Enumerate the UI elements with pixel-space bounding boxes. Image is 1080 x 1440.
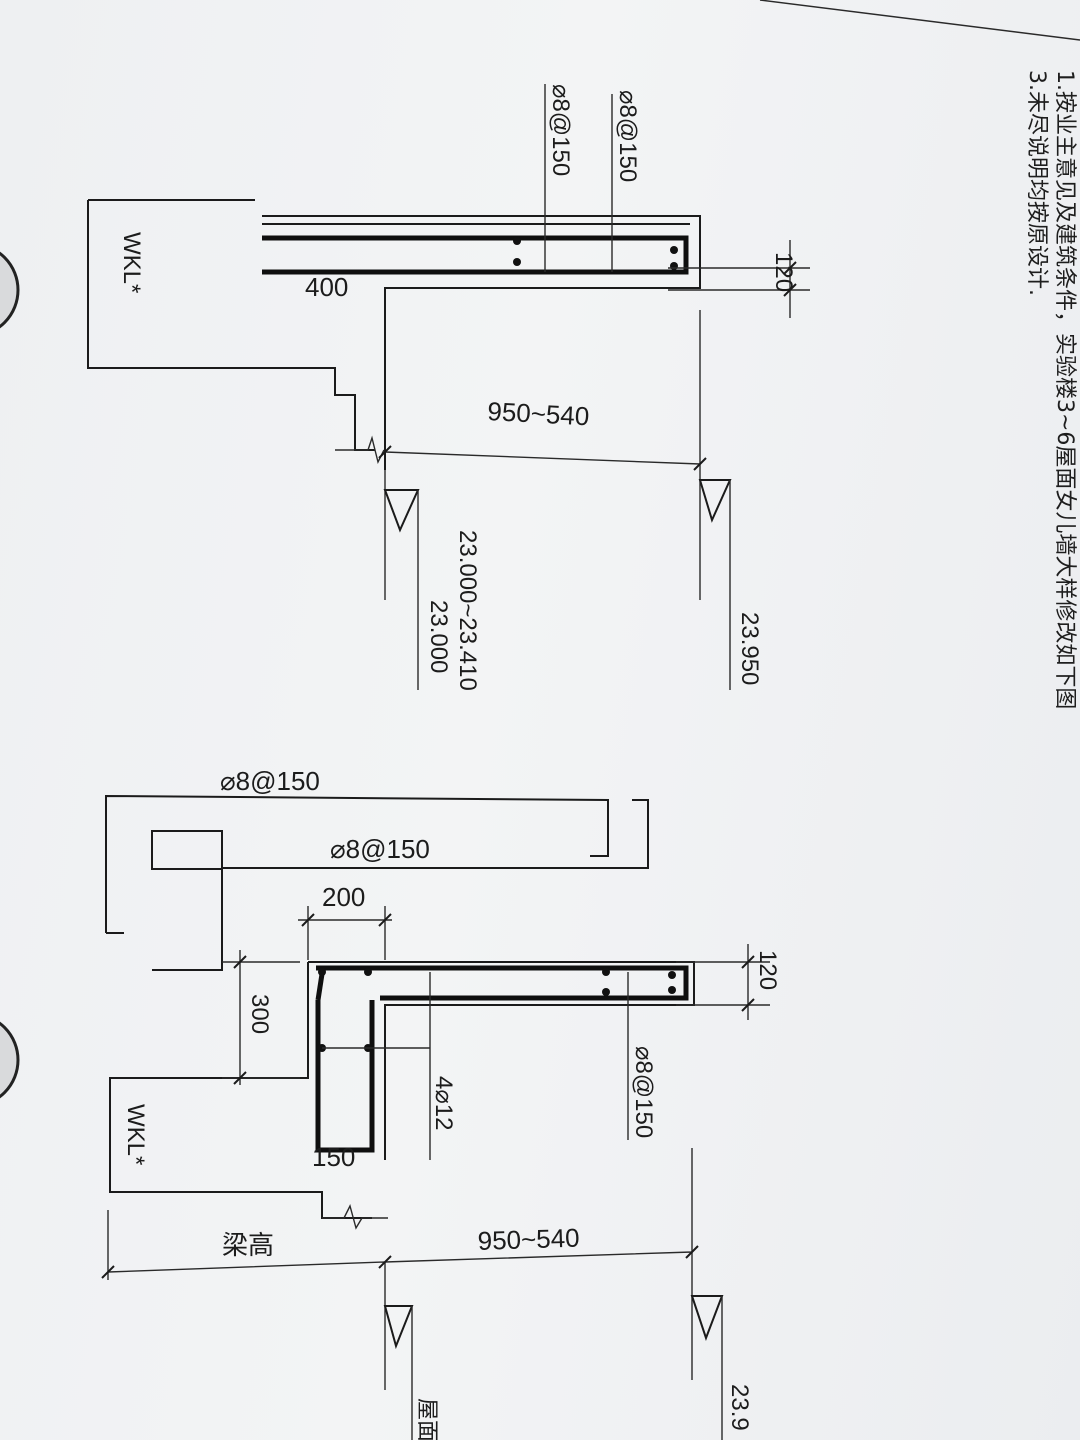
bottom-rebar-mid-label: ⌀8@150 bbox=[330, 834, 430, 864]
top-beam-label: WKL* bbox=[118, 232, 145, 293]
note-line-1: 1.按业主意见及建筑条件，实验楼3~6屋面女儿墙大样修改如下图 bbox=[1052, 70, 1077, 709]
bottom-dim-200: 200 bbox=[322, 882, 365, 912]
bottom-span-label: 950~540 bbox=[477, 1222, 580, 1256]
bottom-beam-height-label: 梁高 bbox=[222, 1230, 274, 1260]
bottom-rebar-top-label: ⌀8@150 bbox=[220, 766, 320, 796]
top-span-label: 950~540 bbox=[487, 396, 590, 431]
sheet-edge-line bbox=[759, 0, 1080, 41]
top-thickness-label: 120 bbox=[770, 252, 797, 292]
bottom-beam-stirrup bbox=[315, 1000, 375, 1153]
binder-hole-top bbox=[0, 251, 20, 329]
bottom-dim-150: 150 bbox=[312, 1142, 355, 1172]
top-elevation-base: 23.000 bbox=[425, 600, 452, 673]
top-slab-outline bbox=[262, 215, 701, 470]
bottom-beam-label: WKL* bbox=[122, 1104, 149, 1165]
bottom-slab-rebar bbox=[316, 965, 689, 1001]
binder-hole-bottom bbox=[0, 1021, 20, 1099]
top-slab-rebar bbox=[262, 235, 689, 275]
top-parapet-detail: ⌀8@150 ⌀8@150 120 400 WKL* 950~540 23.95… bbox=[87, 84, 810, 691]
bottom-dim-300: 300 bbox=[246, 994, 273, 1034]
top-rebar-label-b: ⌀8@150 bbox=[547, 84, 574, 176]
bottom-parapet-detail: ⌀8@150 ⌀8@150 200 300 120 ⌀8@150 4⌀12 15… bbox=[101, 766, 781, 1440]
bottom-beam-outline bbox=[109, 962, 372, 1219]
bottom-main-bars-label: 4⌀12 bbox=[430, 1076, 457, 1131]
note-line-3: 3.未尽说明均按原设计. bbox=[1024, 70, 1049, 296]
top-width-label: 400 bbox=[305, 272, 348, 302]
top-elevation-range: 23.000~23.410 bbox=[454, 530, 481, 691]
top-rebar-label-a: ⌀8@150 bbox=[614, 90, 641, 182]
bottom-rebar-right-label: ⌀8@150 bbox=[630, 1046, 657, 1138]
top-elevation-top: 23.950 bbox=[736, 612, 763, 685]
bottom-outer-outline bbox=[105, 794, 609, 933]
bottom-roof-label: 屋面 bbox=[415, 1398, 440, 1440]
bottom-elevation-right: 23.9 bbox=[726, 1384, 753, 1431]
bottom-thickness-label: 120 bbox=[754, 950, 781, 990]
